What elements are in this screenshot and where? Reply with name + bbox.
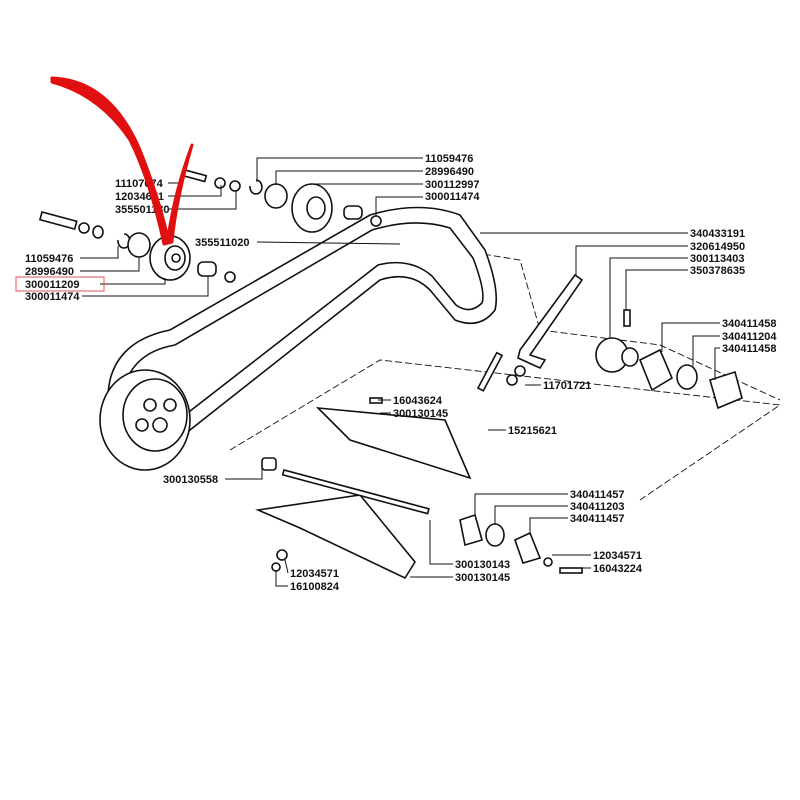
part-number-labels: 11107074 12034671 355501130 11059476 289… <box>15 153 777 593</box>
part-label[interactable]: 11059476 <box>425 153 473 165</box>
part-label[interactable]: 300112997 <box>425 179 479 191</box>
part-label[interactable]: 320614950 <box>690 241 745 253</box>
part-label[interactable]: 340411204 <box>722 331 777 343</box>
part-label[interactable]: 300011474 <box>25 291 80 303</box>
part-label[interactable]: 300113403 <box>690 253 744 265</box>
mounting-bracket <box>517 273 584 370</box>
part-label[interactable]: 340433191 <box>690 228 745 240</box>
right-bearing-group <box>476 309 743 410</box>
part-label[interactable]: 28996490 <box>25 266 74 278</box>
leader-lines <box>80 157 720 587</box>
part-label[interactable]: 11701721 <box>543 380 591 392</box>
large-pulley <box>99 369 191 471</box>
part-label[interactable]: 340411457 <box>570 489 624 501</box>
part-label[interactable]: 350378635 <box>690 265 745 277</box>
part-label[interactable]: 355511020 <box>195 237 249 249</box>
highlight-box <box>15 276 105 292</box>
part-label[interactable]: 12034571 <box>290 568 339 580</box>
part-label[interactable]: 16043624 <box>393 395 443 407</box>
part-label[interactable]: 340411458 <box>722 318 776 330</box>
part-label[interactable]: 28996490 <box>425 166 474 178</box>
part-label[interactable]: 340411457 <box>570 513 624 525</box>
part-label[interactable]: 300130558 <box>163 474 218 486</box>
belt-guides <box>255 397 583 580</box>
highlighted-part-label[interactable]: 300011209 <box>25 279 79 291</box>
part-label[interactable]: 11107074 <box>115 178 164 190</box>
part-label[interactable]: 300130145 <box>455 572 510 584</box>
part-label[interactable]: 340411203 <box>570 501 624 513</box>
red-arrow-annotation <box>50 76 194 246</box>
part-label[interactable]: 16043224 <box>593 563 643 575</box>
part-label[interactable]: 16100824 <box>290 581 340 593</box>
part-label[interactable]: 340411458 <box>722 343 776 355</box>
part-label[interactable]: 12034571 <box>593 550 642 562</box>
part-label[interactable]: 300130145 <box>393 408 448 420</box>
part-label[interactable]: 300130143 <box>455 559 510 571</box>
part-label[interactable]: 15215621 <box>508 425 557 437</box>
part-label[interactable]: 300011474 <box>425 191 480 203</box>
part-label[interactable]: 11059476 <box>25 253 73 265</box>
tensioner-parts <box>38 169 382 283</box>
frame-outline <box>229 359 782 501</box>
